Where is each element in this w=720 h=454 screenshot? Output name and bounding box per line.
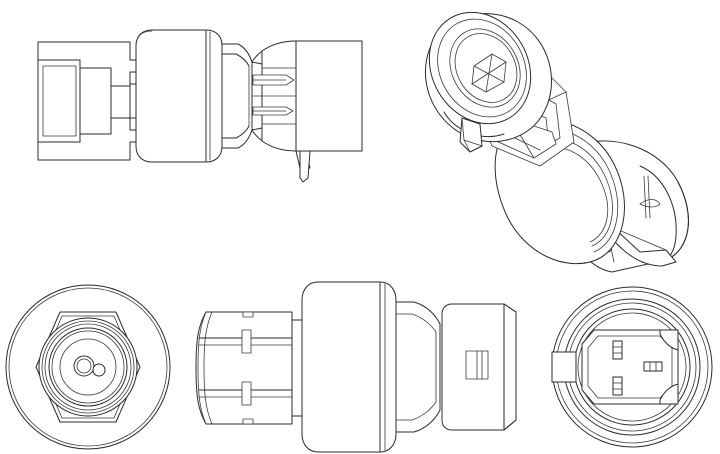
conn-terminal-blades: [612, 340, 663, 396]
conn-keyway-tab: [551, 351, 577, 383]
elev-keyslot-lower: [241, 381, 252, 406]
view-cross-section: [37, 29, 363, 183]
elev-hex-nut: [195, 311, 313, 425]
view-isometric: [424, 11, 689, 273]
iso-port-cup: [424, 11, 552, 153]
shroud-locking-tab: [299, 150, 311, 183]
view-connector-end: [551, 286, 713, 448]
conn-terminal-2: [612, 376, 623, 396]
port-bleed-hole: [92, 363, 106, 377]
retention-clip-slot-upper: [639, 199, 661, 208]
elev-connector-block: [441, 303, 517, 431]
connector-shroud-section: [251, 40, 363, 183]
elev-neck: [395, 301, 441, 433]
conn-terminal-3: [643, 361, 663, 372]
main-body-block: [135, 29, 223, 163]
elev-keyslot-upper: [241, 329, 252, 354]
conn-terminal-1: [612, 340, 623, 360]
view-side-elevation: [195, 281, 517, 453]
view-port-end: [5, 284, 171, 450]
port-body-section: [37, 41, 151, 161]
elev-main-body: [301, 281, 397, 453]
